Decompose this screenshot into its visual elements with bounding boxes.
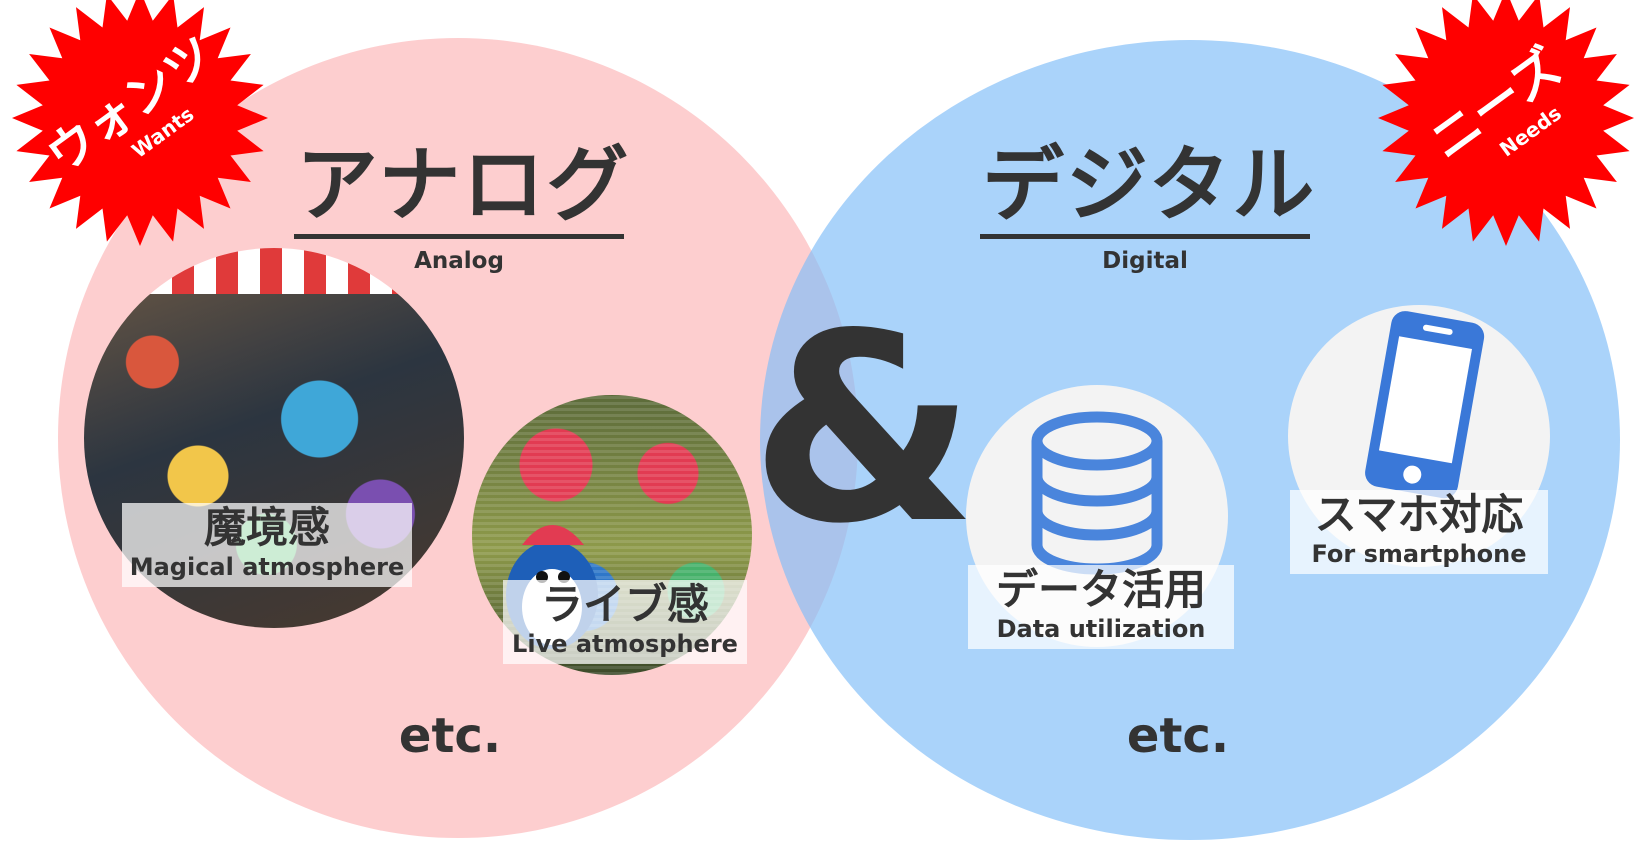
caption-en: Data utilization [996, 615, 1206, 643]
caption-magical-atmosphere: 魔境感 Magical atmosphere [122, 503, 412, 587]
analog-subtitle: Analog [414, 248, 504, 274]
caption-jp: スマホ対応 [1314, 490, 1524, 539]
analog-etc: etc. [398, 708, 502, 764]
needs-burst-badge: ニーズ Needs [1378, 0, 1634, 246]
digital-title-block: デジタル Digital [980, 140, 1314, 275]
digital-subtitle: Digital [1102, 248, 1188, 274]
digital-etc: etc. [1126, 708, 1230, 764]
caption-jp: データ活用 [995, 565, 1206, 614]
database-icon [1031, 411, 1163, 575]
ampersand: & [750, 279, 977, 581]
caption-for-smartphone: スマホ対応 For smartphone [1290, 490, 1548, 574]
analog-title-block: アナログ Analog [294, 140, 628, 275]
burst-shape [12, 0, 268, 246]
smartphone-icon [1365, 311, 1485, 499]
caption-jp: ライブ感 [540, 580, 709, 629]
caption-jp: 魔境感 [203, 503, 330, 552]
analog-title: アナログ [294, 140, 628, 239]
caption-live-atmosphere: ライブ感 Live atmosphere [503, 580, 747, 664]
digital-title: デジタル [980, 140, 1314, 239]
wants-burst-badge: ウォンツ Wants [12, 0, 268, 246]
caption-en: For smartphone [1311, 540, 1527, 568]
caption-en: Live atmosphere [512, 630, 738, 658]
burst-shape [1378, 0, 1634, 246]
caption-data-utilization: データ活用 Data utilization [968, 565, 1234, 649]
caption-en: Magical atmosphere [129, 553, 405, 581]
